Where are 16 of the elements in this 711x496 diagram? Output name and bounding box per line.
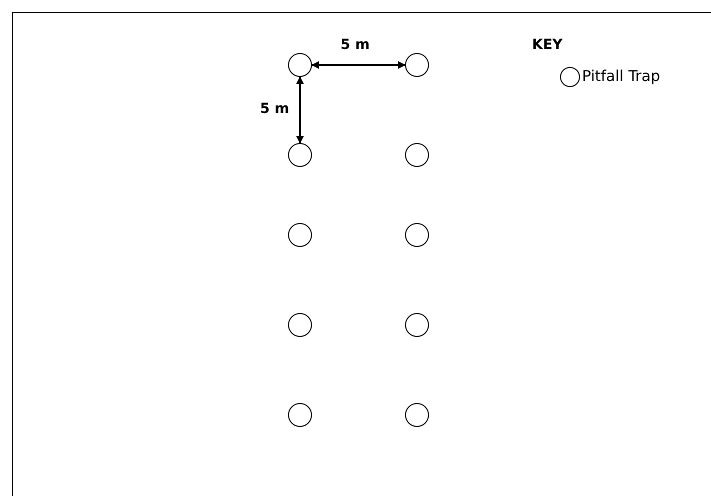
trap-circle <box>288 313 312 337</box>
trap-circle <box>405 53 429 77</box>
trap-circle <box>405 223 429 247</box>
trap-circle <box>288 403 312 427</box>
legend-label: Pitfall Trap <box>582 67 660 85</box>
edge-label: 5 m <box>340 37 370 53</box>
trap-circle <box>405 143 429 167</box>
trap-circle <box>288 53 312 77</box>
legend-title: KEY <box>532 37 563 53</box>
edge-label: 5 m <box>260 101 290 117</box>
trap-circle <box>288 143 312 167</box>
trap-circle <box>288 223 312 247</box>
double-arrow <box>296 76 304 144</box>
trap-circle <box>405 313 429 337</box>
trap-circle <box>405 403 429 427</box>
double-arrow <box>311 61 406 69</box>
